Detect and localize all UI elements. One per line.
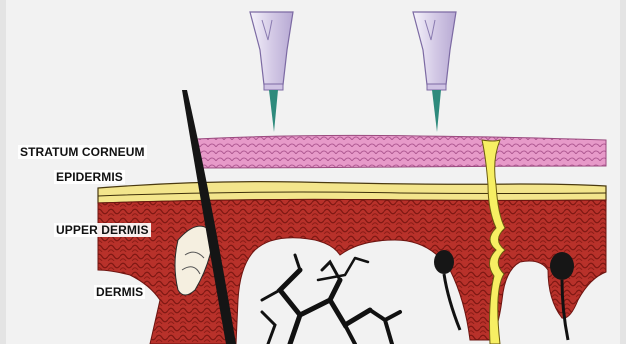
label-stratum-corneum: STRATUM CORNEUM bbox=[18, 145, 147, 159]
nerve-fibers bbox=[262, 255, 400, 344]
label-upper-dermis: UPPER DERMIS bbox=[54, 223, 151, 237]
label-dermis: DERMIS bbox=[94, 285, 145, 299]
microneedle-2 bbox=[413, 12, 456, 132]
right-border bbox=[620, 0, 626, 344]
microneedle-1 bbox=[250, 12, 293, 132]
label-epidermis: EPIDERMIS bbox=[54, 170, 125, 184]
stratum-corneum-layer bbox=[196, 135, 606, 168]
left-border bbox=[0, 0, 6, 344]
